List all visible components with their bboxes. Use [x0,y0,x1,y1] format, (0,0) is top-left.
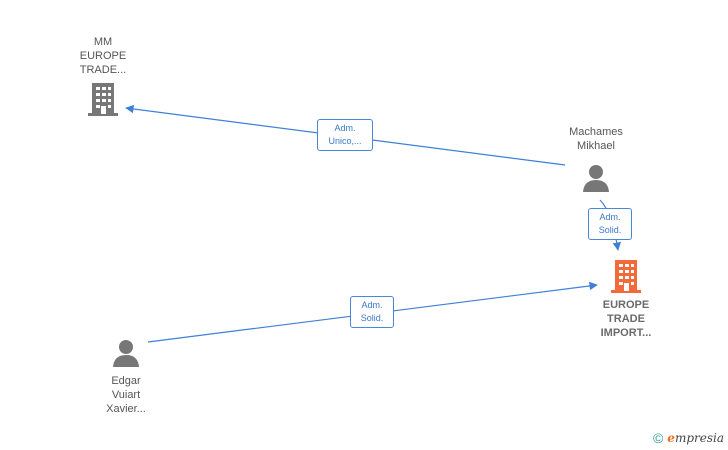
label-line: IMPORT... [600,327,652,339]
label-line: TRADE [607,313,645,325]
node-europe-trade-import[interactable]: EUROPE TRADE IMPORT... [588,258,664,340]
node-label: Edgar Vuiart Xavier... [88,374,164,416]
label-line: TRADE... [79,64,127,76]
label-line: Mikhael [577,140,615,152]
building-icon [88,83,118,116]
label-line: Machames [569,126,623,138]
brand-footer: © empresia [653,430,724,446]
label-line: EUROPE [602,299,650,311]
building-icon [611,260,641,293]
edge-label-adm-solid-machames[interactable]: Adm. Solid. [588,208,632,240]
copyright-icon: © [652,430,664,446]
node-mm-europe-trade[interactable]: MM EUROPE TRADE... [66,35,140,117]
edge-label-line: Adm. [361,300,383,310]
edge-label-line: Adm. [599,212,621,222]
edge-label-line: Solid. [598,225,622,235]
label-line: EUROPE [79,50,127,62]
person-icon [583,165,609,192]
edge-label-adm-unico[interactable]: Adm. Unico,... [317,119,373,151]
node-label: EUROPE TRADE IMPORT... [588,298,664,340]
label-line: MM [93,36,113,48]
label-line: Xavier... [106,403,146,415]
edge-label-adm-solid-edgar[interactable]: Adm. Solid. [350,296,394,328]
edge-label-line: Adm. [334,123,356,133]
label-line: Vuiart [111,389,141,401]
brand-logo: empresia [667,431,724,445]
node-edgar-vuiart-xavier[interactable]: Edgar Vuiart Xavier... [88,338,164,416]
node-label: MM EUROPE TRADE... [66,35,140,77]
node-machames-mikhael[interactable]: Machames Mikhael [556,125,636,193]
node-label: Machames Mikhael [556,125,636,153]
edge-label-line: Solid. [360,313,384,323]
brand-initial: e [667,431,675,445]
edge-label-line: Unico,... [328,136,362,146]
brand-rest: mpresia [674,431,724,445]
label-line: Edgar [111,375,141,387]
person-icon [113,340,139,367]
